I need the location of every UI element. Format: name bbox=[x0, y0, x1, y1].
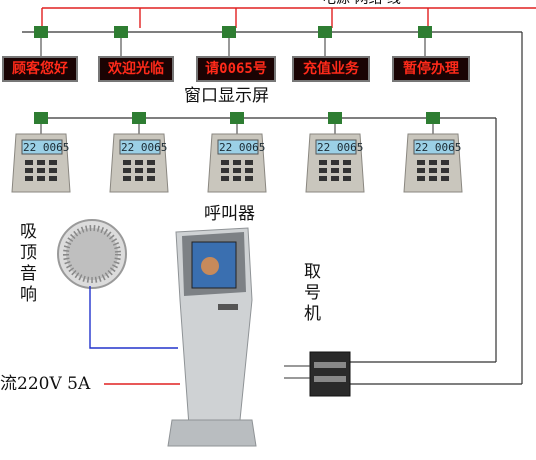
caller-screen-5: 22 0065 bbox=[415, 141, 461, 154]
led-display-4: 充值业务 bbox=[292, 56, 370, 82]
display-node-4 bbox=[318, 26, 332, 56]
caller-screen-1: 22 0065 bbox=[23, 141, 69, 154]
display-node-3 bbox=[222, 26, 236, 56]
display-node-2 bbox=[114, 26, 128, 56]
led-display-2: 欢迎光临 bbox=[98, 56, 174, 82]
display-signal-wire bbox=[22, 31, 523, 385]
caller-1: 22 0065 bbox=[11, 112, 71, 193]
window-display-label: 窗口显示屏 bbox=[184, 86, 269, 106]
led-display-1: 顾客您好 bbox=[2, 56, 78, 82]
power-label: 流220V 5A bbox=[0, 374, 91, 394]
caller-4: 22 0065 bbox=[305, 112, 365, 193]
ticket-kiosk bbox=[167, 227, 257, 447]
caller-screen-3: 22 0065 bbox=[219, 141, 265, 154]
led-display-3: 请0065号 bbox=[196, 56, 276, 82]
caller-signal-wire bbox=[40, 117, 497, 363]
caller-2: 22 0065 bbox=[109, 112, 169, 193]
display-node-5 bbox=[418, 26, 432, 56]
power-adapter bbox=[284, 351, 351, 397]
top-cut-label: 电源 网络 线 bbox=[322, 0, 401, 8]
ceiling-speaker bbox=[57, 219, 127, 289]
caller-units: 22 0065 22 0065 22 0065 bbox=[11, 112, 463, 193]
kiosk-label: 取号机 bbox=[304, 262, 321, 324]
caller-screen-4: 22 0065 bbox=[317, 141, 363, 154]
display-node-1 bbox=[34, 26, 48, 56]
red-power-bus bbox=[41, 7, 536, 28]
caller-label: 呼叫器 bbox=[204, 204, 255, 224]
display-connectors bbox=[34, 26, 432, 56]
speaker-wire bbox=[89, 286, 178, 349]
caller-screen-2: 22 0065 bbox=[121, 141, 167, 154]
caller-5: 22 0065 bbox=[403, 112, 463, 193]
caller-3: 22 0065 bbox=[207, 112, 267, 193]
led-display-5: 暂停办理 bbox=[392, 56, 470, 82]
speaker-label: 吸顶音响 bbox=[20, 222, 37, 305]
